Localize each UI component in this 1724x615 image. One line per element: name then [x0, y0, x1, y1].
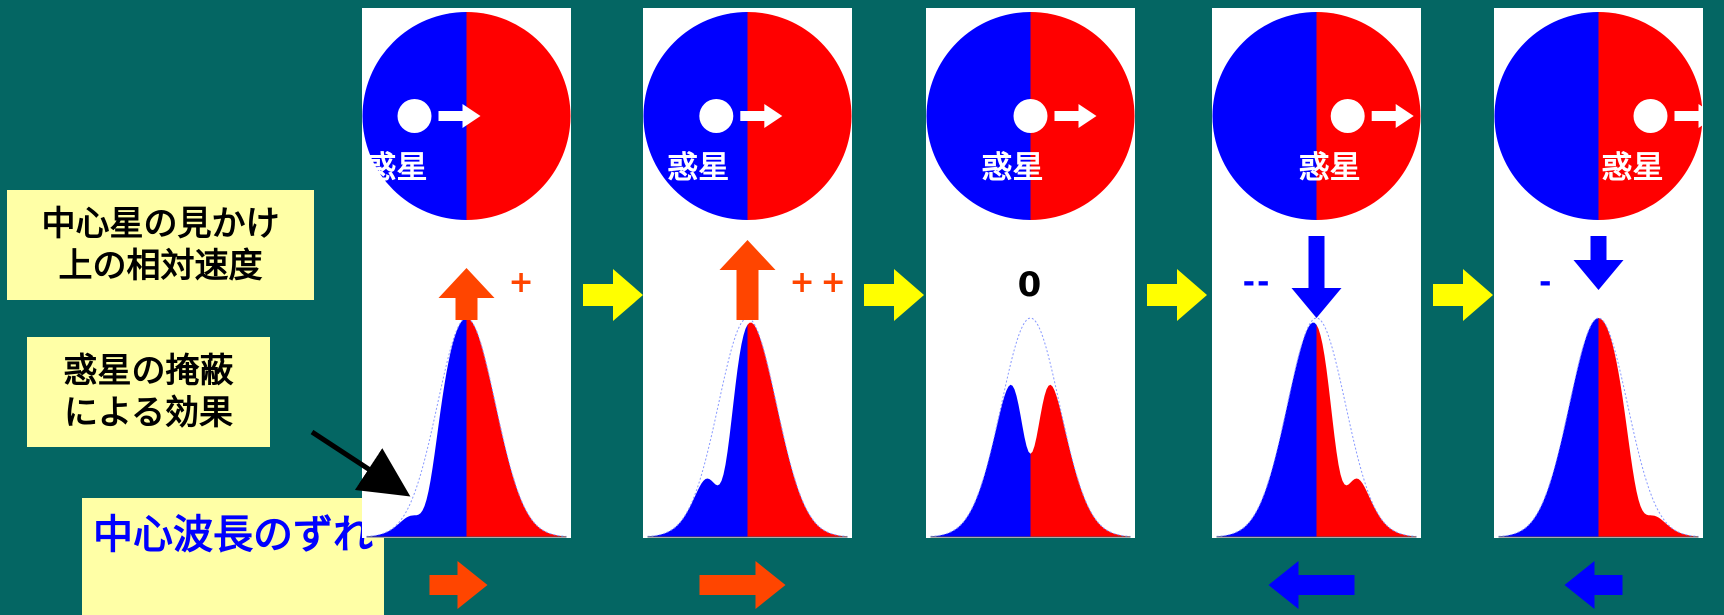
planet-motion-arrow-head	[1698, 104, 1703, 128]
star-approaching-half	[926, 12, 1031, 220]
planet-label: 惑星	[667, 150, 729, 186]
planet-label: 惑星	[982, 150, 1044, 186]
profile-original-outline	[1498, 317, 1699, 537]
profile-original-outline	[366, 317, 567, 537]
center-shift-arrow-left	[1564, 561, 1623, 609]
profile-original-outline	[1216, 317, 1417, 537]
velocity-sign: ++	[790, 265, 852, 300]
planet-label: 惑星	[366, 150, 428, 186]
star-receding-half	[747, 12, 852, 220]
flow-arrow-4	[1433, 269, 1493, 321]
profile-red-side	[747, 322, 848, 537]
panel-2: 惑星 ++	[643, 8, 852, 609]
planet-motion-arrow-shaft	[1054, 111, 1081, 121]
occultation-label-line2: による効果	[64, 393, 233, 433]
panel-5: 惑星 -	[1494, 8, 1703, 609]
velocity-sign: --	[1243, 265, 1272, 300]
profile-blue-side	[647, 324, 748, 537]
profile-original-outline	[647, 317, 848, 537]
planet-motion-arrow-head	[764, 104, 783, 128]
planet-label: 惑星	[1602, 150, 1664, 186]
flow-arrow-2	[864, 269, 924, 321]
velocity-label-line1: 中心星の見かけ	[41, 203, 280, 244]
velocity-sign: +	[509, 265, 536, 300]
planet	[1013, 99, 1048, 133]
shift-label: 中心波長のずれ	[82, 498, 384, 615]
occultation-label: 惑星の掩蔽 による効果	[27, 337, 270, 447]
star-approaching-half	[1212, 12, 1317, 220]
velocity-sign: 0	[1018, 265, 1044, 305]
star-disk: 惑星	[1212, 12, 1421, 220]
panel-1: 惑星 +	[362, 8, 571, 609]
profile-red-side	[1598, 318, 1699, 537]
panel-3: 惑星 0	[926, 8, 1135, 538]
planet-motion-arrow-shaft	[1371, 111, 1398, 121]
star-approaching-half	[1494, 12, 1599, 220]
planet	[397, 99, 432, 133]
profile-blue-side	[1498, 318, 1599, 537]
planet	[699, 99, 734, 133]
flow-arrow-3	[1147, 269, 1207, 321]
velocity-arrow-up	[719, 240, 776, 320]
shift-label-text: 中心波長のずれ	[93, 512, 373, 558]
pointer-arrow	[310, 429, 411, 497]
velocity-arrow-down	[1573, 236, 1624, 290]
center-shift-arrow-right	[699, 561, 786, 609]
planet-motion-arrow-shaft	[1674, 111, 1701, 121]
planet-motion-arrow-shaft	[438, 111, 465, 121]
occultation-label-line1: 惑星の掩蔽	[63, 350, 234, 391]
star-disk: 惑星	[643, 12, 852, 220]
planet-motion-arrow-head	[462, 104, 481, 128]
star-disk: 惑星	[362, 12, 571, 220]
profile-red-side	[1030, 384, 1131, 537]
profile-original-outline	[930, 317, 1131, 537]
planet-label: 惑星	[1299, 150, 1361, 186]
planet-motion-arrow-head	[1078, 104, 1097, 128]
profile-blue-side	[930, 384, 1031, 537]
velocity-label-line2: 上の相対速度	[58, 246, 263, 286]
center-shift-arrow-left	[1268, 561, 1355, 609]
profile-red-side	[466, 318, 567, 537]
profile-blue-side	[1216, 322, 1317, 537]
panel-4: 惑星 --	[1212, 8, 1421, 609]
star-disk: 惑星	[1494, 12, 1703, 220]
velocity-label: 中心星の見かけ 上の相対速度	[7, 190, 314, 300]
planet	[1330, 99, 1365, 133]
star-disk: 惑星	[926, 12, 1135, 220]
planet-motion-arrow-head	[1395, 104, 1414, 128]
center-shift-arrow-right	[429, 561, 488, 609]
planet	[1633, 99, 1668, 133]
flow-arrow-1	[583, 269, 643, 321]
velocity-sign: -	[1539, 265, 1553, 300]
star-receding-half	[466, 12, 571, 220]
star-approaching-half	[643, 12, 748, 220]
panels: 惑星 + 惑星 ++ 惑星 0 惑星 -- 惑星 -	[362, 8, 1703, 609]
profile-red-side	[1316, 324, 1417, 537]
velocity-arrow-up	[438, 268, 495, 320]
profile-blue-side	[366, 318, 467, 537]
planet-motion-arrow-shaft	[740, 111, 767, 121]
velocity-arrow-down	[1291, 236, 1342, 318]
flow-arrows	[583, 269, 1493, 321]
star-receding-half	[1316, 12, 1421, 220]
